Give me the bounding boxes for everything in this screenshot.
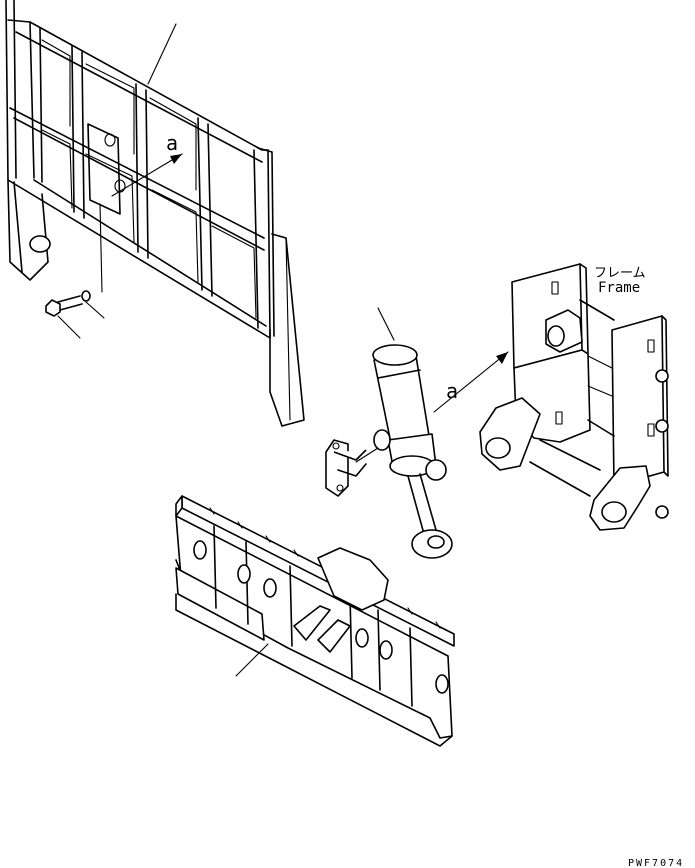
guard-grille (5, 0, 305, 427)
carriage-frame (175, 495, 455, 747)
reference-arrow-right: a (433, 351, 509, 413)
reference-arrow-left: a (111, 131, 183, 197)
arrow-a-label-left: a (166, 131, 178, 155)
arrow-a-label-right: a (446, 379, 458, 403)
pipe-clamp (325, 439, 379, 497)
frame-label-japanese: フレーム (594, 266, 646, 281)
drawing-code: PWF7074 (628, 858, 684, 868)
frame-label-english: Frame (598, 280, 640, 296)
hydraulic-cylinder (372, 307, 453, 559)
bolt-and-washer (45, 203, 105, 339)
frame-assembly: フレーム Frame (479, 263, 669, 531)
grille-leader-line (147, 23, 177, 85)
carriage-leader-line (235, 643, 269, 677)
